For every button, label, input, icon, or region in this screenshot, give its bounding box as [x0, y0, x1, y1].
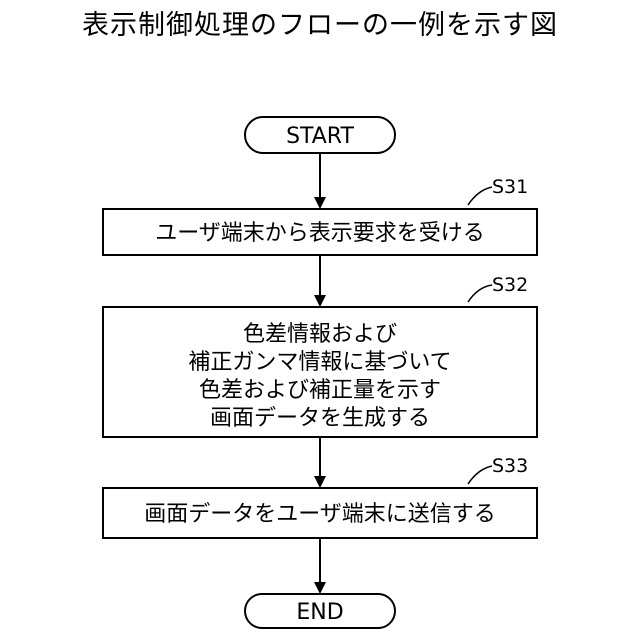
arrowhead-s33-end [314, 582, 326, 594]
arrowhead-s32-s33 [314, 476, 326, 488]
step-leader-s33 [468, 466, 492, 484]
start-label: START [286, 124, 354, 149]
arrowhead-s31-s32 [314, 295, 326, 307]
step-id-s32: S32 [492, 274, 528, 296]
arrowhead-start-s31 [314, 197, 326, 209]
step-leader-s32 [468, 285, 492, 302]
process-text-s33: 画面データをユーザ端末に送信する [144, 502, 496, 527]
process-text-s32-line2: 補正ガンマ情報に基づいて [188, 350, 451, 375]
step-id-s31: S31 [492, 176, 528, 198]
process-text-s31: ユーザ端末から表示要求を受ける [155, 221, 485, 246]
process-text-s32-line3: 色差および補正量を示す [199, 378, 441, 403]
end-label: END [296, 600, 343, 625]
step-leader-s31 [468, 187, 492, 205]
process-text-s32-line1: 色差情報および [243, 322, 397, 347]
process-text-s32-line4: 画面データを生成する [210, 406, 430, 431]
step-id-s33: S33 [492, 455, 528, 477]
